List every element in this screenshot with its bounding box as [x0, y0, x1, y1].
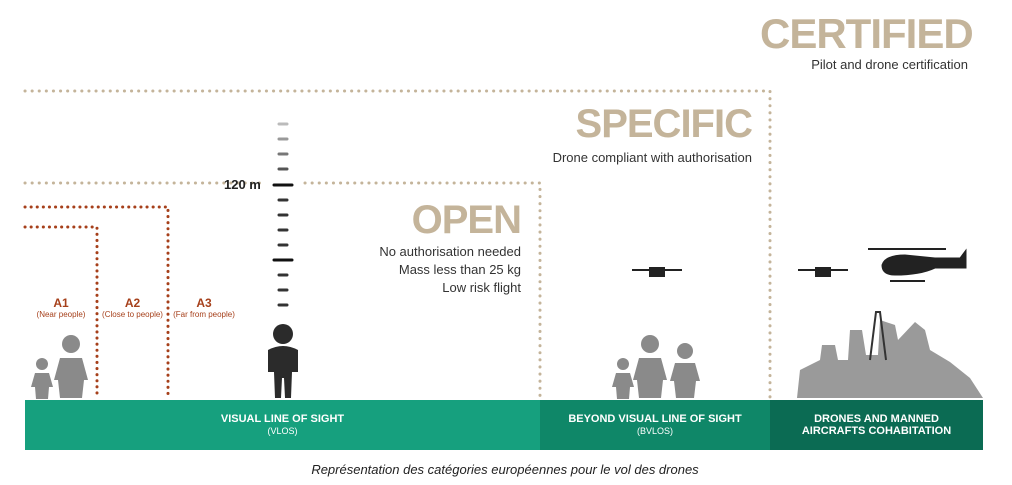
- certified-title: CERTIFIED: [760, 10, 974, 57]
- certified-boundary: [23, 89, 772, 400]
- cohab-line1: DRONES AND MANNED: [814, 413, 939, 425]
- ground-bvlos: BEYOND VISUAL LINE OF SIGHT(BVLOS): [540, 400, 770, 450]
- zone-code: A3: [196, 296, 212, 310]
- bvlos-abbr: (BVLOS): [636, 426, 673, 436]
- specific-boundary: [23, 181, 542, 400]
- specific-title: SPECIFIC: [575, 102, 753, 146]
- a3-boundary: [23, 205, 170, 400]
- people-icon-a1: [31, 335, 88, 399]
- helicopter-icon: [868, 248, 967, 282]
- bvlos-title: BEYOND VISUAL LINE OF SIGHT: [568, 413, 742, 425]
- open-title: OPEN: [411, 198, 522, 242]
- open-conditions: No authorisation needed Mass less than 2…: [320, 243, 521, 297]
- certified-subtitle: Pilot and drone certification: [811, 57, 968, 72]
- zone-code: A2: [124, 296, 141, 310]
- open-condition: Mass less than 25 kg: [398, 262, 521, 277]
- open-condition: No authorisation needed: [379, 244, 521, 259]
- zone-a3: A3(Far from people): [168, 296, 240, 319]
- drone-icon-bvlos: [632, 267, 682, 277]
- cohab-line2: AIRCRAFTS COHABITATION: [801, 425, 952, 437]
- altitude-label: 120 m: [224, 177, 261, 192]
- a2-boundary: [23, 225, 99, 400]
- city-skyline-icon: [797, 311, 983, 398]
- drone-icon-cohab: [798, 267, 848, 277]
- zone-a2: A2(Close to people): [97, 296, 168, 319]
- open-condition: Low risk flight: [442, 280, 521, 295]
- vlos-abbr: (VLOS): [267, 426, 298, 436]
- people-icon-bvlos: [612, 335, 700, 399]
- zone-desc: (Far from people): [173, 310, 235, 319]
- altitude-scale: [272, 122, 294, 307]
- zone-code: A1: [53, 296, 69, 310]
- ground-vlos: VISUAL LINE OF SIGHT(VLOS): [25, 400, 540, 450]
- pilot-icon: [268, 324, 298, 398]
- caption: Représentation des catégories européenne…: [311, 462, 699, 477]
- zone-a1: A1(Near people): [25, 296, 97, 319]
- zone-desc: (Close to people): [102, 310, 163, 319]
- vlos-title: VISUAL LINE OF SIGHT: [220, 413, 345, 425]
- specific-subtitle: Drone compliant with authorisation: [552, 150, 752, 165]
- zone-desc: (Near people): [36, 310, 86, 319]
